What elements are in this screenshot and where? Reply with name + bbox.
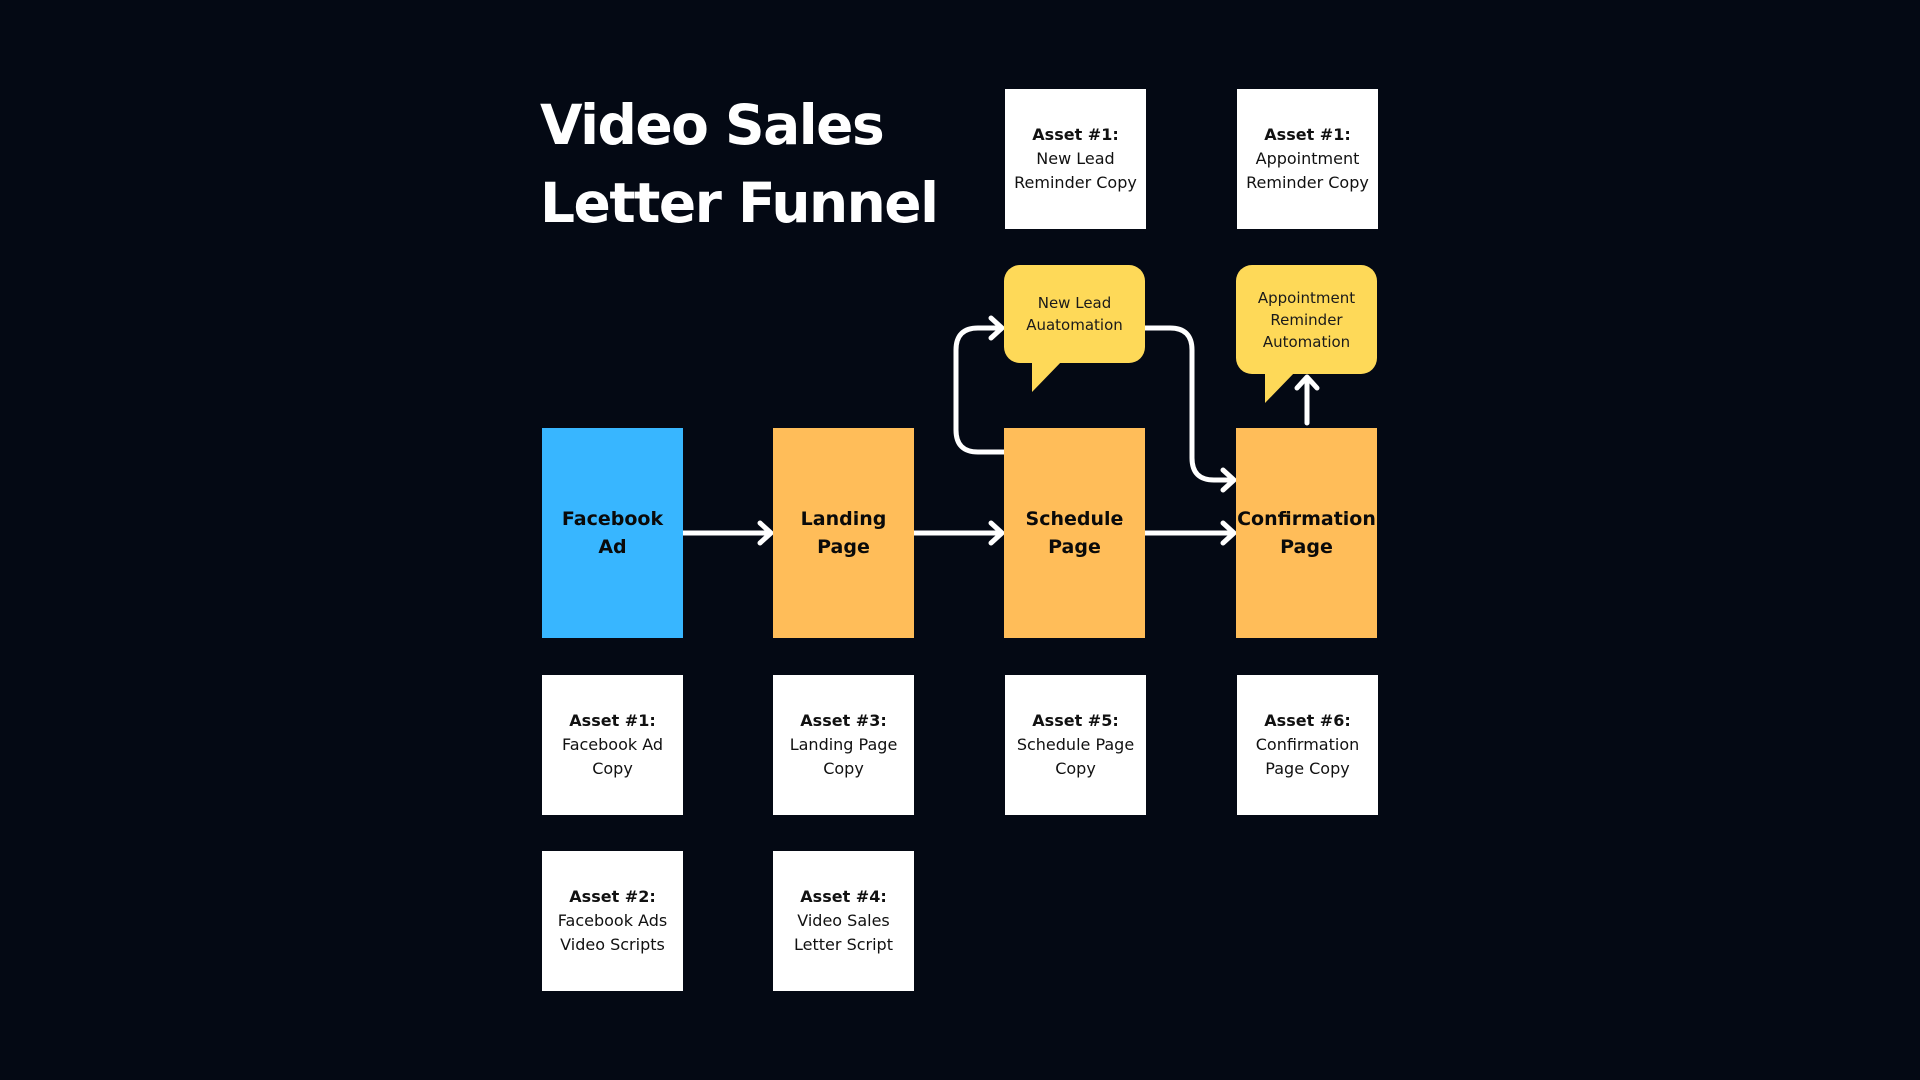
stage-label: Ad — [598, 536, 627, 558]
asset-facebook-ads-video-scripts: Asset #2: Facebook Ads Video Scripts — [542, 851, 683, 991]
asset-text: New Lead — [1036, 149, 1115, 168]
title-line-1: Video Sales — [540, 93, 885, 157]
asset-text: Landing Page — [789, 735, 898, 754]
appointment-bubble-tail — [1265, 371, 1296, 403]
asset-text: Copy — [1055, 759, 1096, 778]
asset-text: Schedule Page — [1016, 735, 1135, 754]
bubble-text: New Lead — [1037, 294, 1112, 312]
asset-heading: Asset #3: — [800, 711, 887, 730]
stage-label: Page — [1280, 536, 1333, 558]
asset-schedule-page-copy: Asset #5: Schedule Page Copy — [1005, 675, 1146, 815]
asset-text: Video Scripts — [560, 935, 665, 954]
asset-facebook-ad-copy: Asset #1: Facebook Ad Copy — [542, 675, 683, 815]
stage-label: Landing — [800, 508, 887, 530]
asset-text: Confirmation — [1255, 735, 1360, 754]
asset-video-sales-letter-script: Asset #4: Video Sales Letter Script — [773, 851, 914, 991]
asset-landing-page-copy: Asset #3: Landing Page Copy — [773, 675, 914, 815]
arrow-newlead-to-confirmation — [1142, 325, 1237, 493]
asset-text: Reminder Copy — [1246, 173, 1369, 192]
arrow-landing-to-schedule — [911, 520, 1005, 546]
asset-heading: Asset #1: — [1264, 125, 1351, 144]
asset-text: Facebook Ad — [561, 735, 664, 754]
arrow-facebook-to-landing — [680, 520, 774, 546]
new-lead-automation-bubble: New Lead Auatomation — [1004, 265, 1145, 363]
asset-text: Copy — [592, 759, 633, 778]
new-lead-bubble-tail — [1032, 360, 1063, 392]
asset-appointment-reminder-copy: Asset #1: Appointment Reminder Copy — [1237, 89, 1378, 229]
bubble-text: Automation — [1262, 332, 1351, 351]
asset-text: Video Sales — [797, 911, 890, 930]
asset-heading: Asset #2: — [569, 887, 656, 906]
asset-text: Letter Script — [794, 935, 893, 954]
stage-label: Facebook — [561, 508, 664, 530]
bubble-text: Reminder — [1270, 310, 1343, 329]
stage-label: Confirmation — [1237, 508, 1376, 530]
arrow-confirmation-to-appointment — [1294, 374, 1320, 426]
asset-heading: Asset #4: — [800, 887, 887, 906]
asset-text: Copy — [823, 759, 864, 778]
asset-heading: Asset #1: — [1032, 125, 1119, 144]
asset-text: Reminder Copy — [1014, 173, 1137, 192]
diagram-title: Video Sales Letter Funnel — [540, 86, 939, 242]
arrow-schedule-to-newlead — [953, 315, 1007, 455]
stage-label: Schedule — [1025, 508, 1124, 530]
asset-confirmation-page-copy: Asset #6: Confirmation Page Copy — [1237, 675, 1378, 815]
asset-text: Appointment — [1255, 149, 1360, 168]
asset-text: Page Copy — [1265, 759, 1350, 778]
title-line-2: Letter Funnel — [540, 171, 939, 235]
asset-new-lead-reminder-copy: Asset #1: New Lead Reminder Copy — [1005, 89, 1146, 229]
asset-heading: Asset #6: — [1264, 711, 1351, 730]
bubble-text: Appointment — [1257, 288, 1356, 307]
asset-heading: Asset #5: — [1032, 711, 1119, 730]
stage-label: Page — [1048, 536, 1101, 558]
bubble-text: Auatomation — [1026, 316, 1123, 334]
asset-text: Facebook Ads — [557, 911, 668, 930]
arrow-schedule-to-confirmation — [1142, 520, 1237, 546]
appointment-reminder-automation-bubble: Appointment Reminder Automation — [1236, 265, 1377, 374]
stage-label: Page — [817, 536, 870, 558]
asset-heading: Asset #1: — [569, 711, 656, 730]
